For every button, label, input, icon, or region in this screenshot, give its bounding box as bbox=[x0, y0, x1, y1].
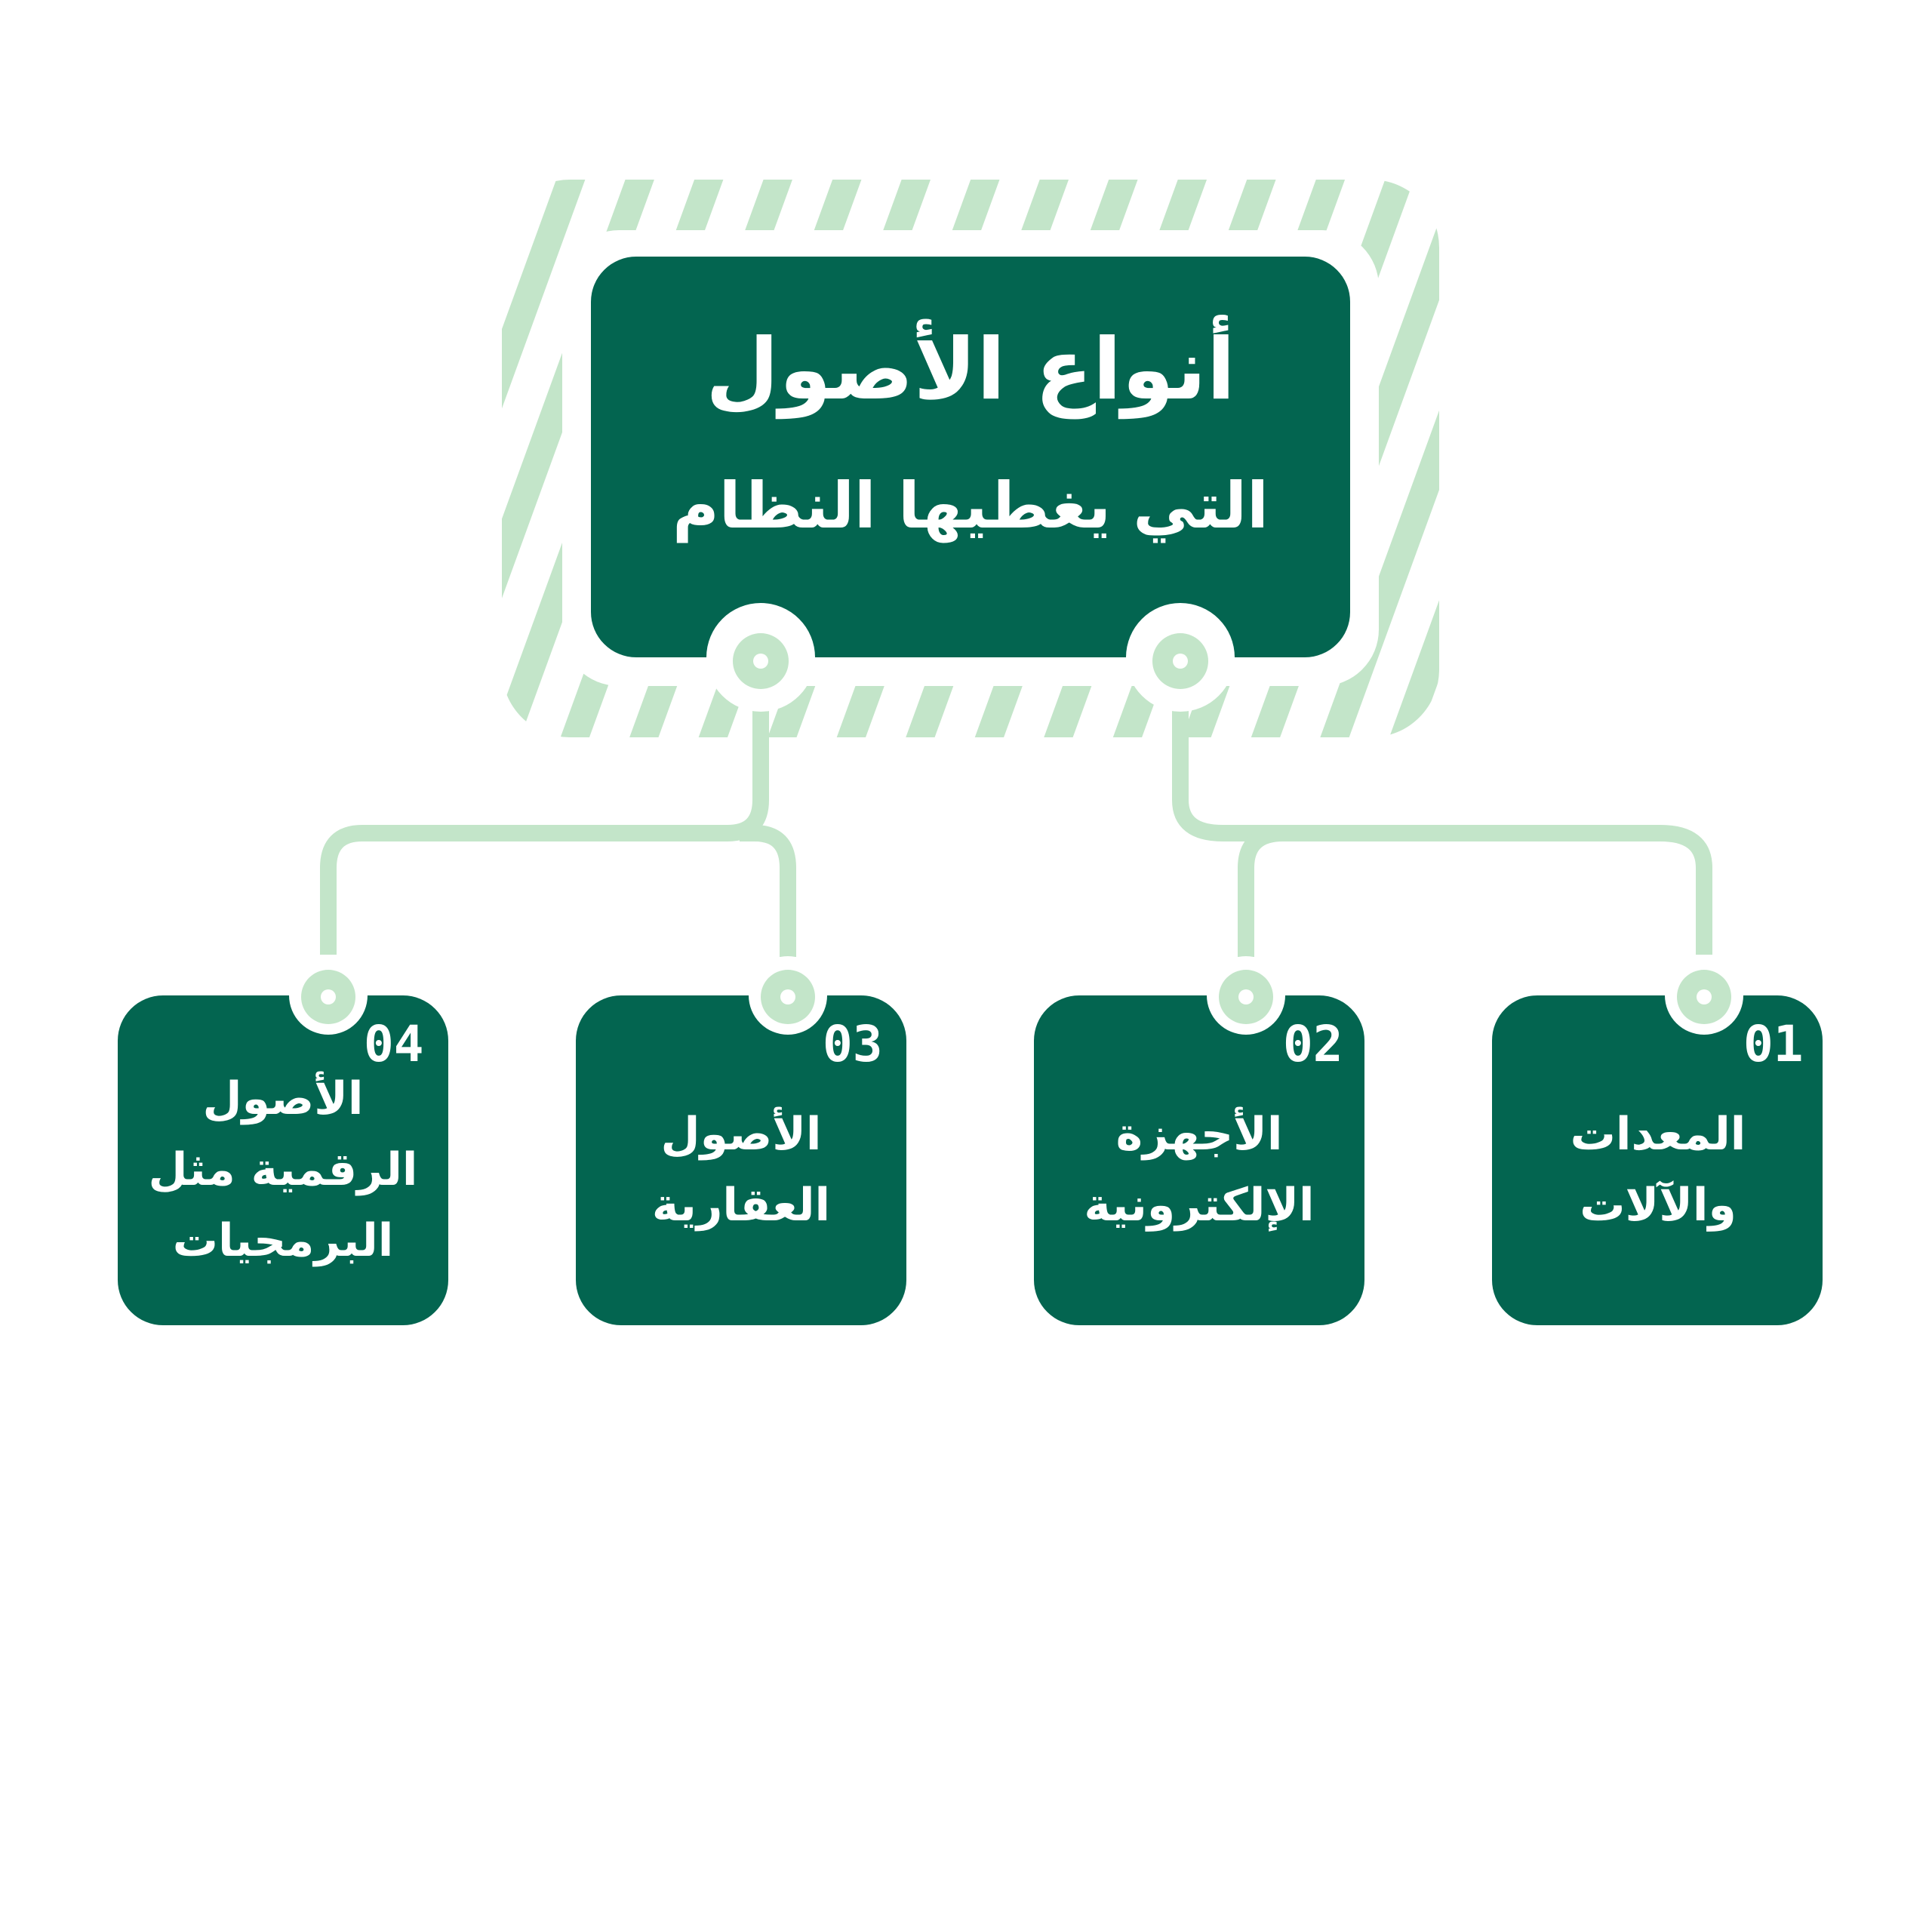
item-box bbox=[576, 956, 906, 1325]
main-subtitle: التي يغطيها النظام bbox=[672, 469, 1269, 543]
item-box bbox=[118, 956, 448, 1325]
item-number-04: 04 bbox=[364, 1015, 424, 1073]
item-box bbox=[1492, 956, 1823, 1325]
main-title: أنواع الأصول bbox=[706, 321, 1235, 419]
item-boxes bbox=[118, 956, 1823, 1325]
item-label-01: المعدات والآلات bbox=[1570, 1108, 1746, 1232]
item-number-03: 03 bbox=[823, 1015, 883, 1073]
connector-lines bbox=[320, 694, 1712, 957]
item-label-04: الأصول الرقمية مثل البرمجيات bbox=[148, 1072, 418, 1267]
item-box bbox=[1034, 956, 1364, 1325]
item-number-01: 01 bbox=[1743, 1015, 1804, 1073]
item-number-02: 02 bbox=[1283, 1015, 1343, 1073]
main-box bbox=[591, 257, 1350, 712]
item-label-02: الأجهزة الإلكترونية bbox=[1084, 1108, 1315, 1232]
item-label-03: الأصول العقارية bbox=[651, 1108, 831, 1232]
